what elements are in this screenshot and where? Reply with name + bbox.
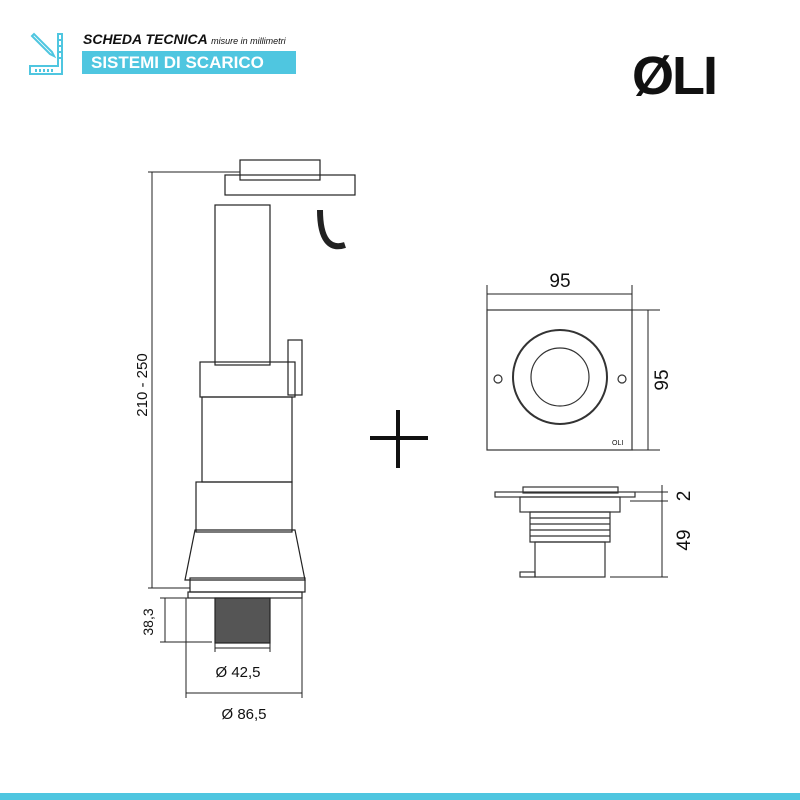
outer-diameter-dimension: Ø 86,5 <box>221 706 266 723</box>
plate-mark: OLI <box>612 440 623 447</box>
body-depth-dimension: 49 <box>674 529 695 550</box>
plate-dimension-lines <box>486 285 668 578</box>
plate-width-dimension: 95 <box>549 271 570 292</box>
dimension-lines <box>148 171 303 698</box>
technical-sheet-icon <box>29 32 63 75</box>
category-banner: SISTEMI DI SCARICO <box>82 51 296 74</box>
height-dimension: 210 - 250 <box>134 353 151 416</box>
plate-thickness-dimension: 2 <box>674 491 695 502</box>
push-plate-front <box>486 309 633 451</box>
header-title: SCHEDA TECNICA misure in millimetri <box>83 31 286 47</box>
inner-diameter-dimension: Ø 42,5 <box>215 664 260 681</box>
plus-sign <box>370 410 428 468</box>
footer-accent-bar <box>0 793 800 800</box>
plate-height-dimension: 95 <box>652 369 673 390</box>
brand-logo: ØLI <box>632 46 718 106</box>
push-plate-side <box>494 486 636 578</box>
flush-valve-drawing <box>184 159 356 644</box>
thread-height-dimension: 38,3 <box>140 608 156 635</box>
